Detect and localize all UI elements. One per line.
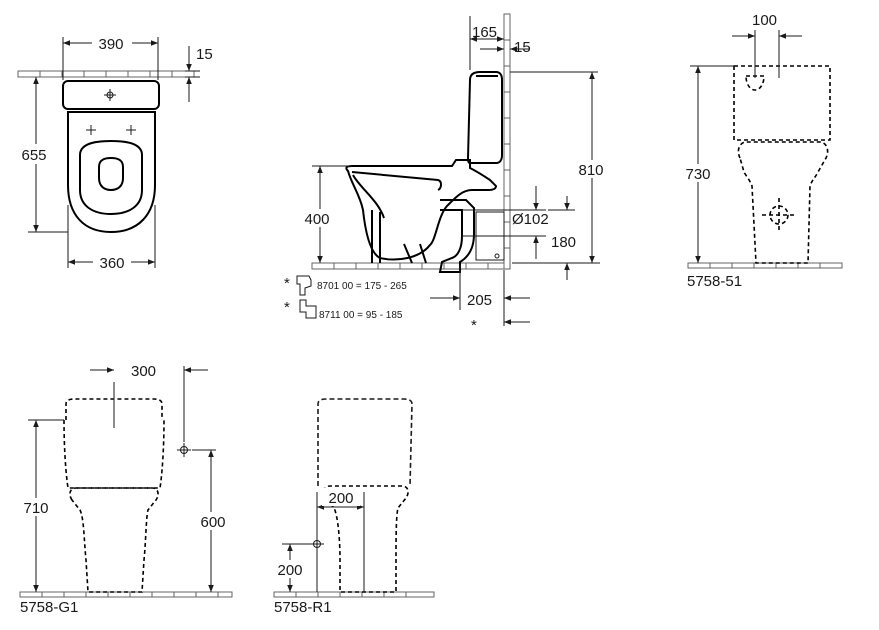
outlet-note-2: * 8711 00 = 95 - 185: [284, 299, 403, 321]
dim-180: 180: [551, 234, 576, 251]
wall-band: [17, 70, 195, 78]
floor-band: [273, 591, 435, 598]
dim-655: 655: [21, 147, 46, 164]
foot-front: [371, 210, 381, 263]
outlet-target-icon: [762, 198, 796, 232]
dim-205: 205: [467, 292, 492, 309]
dim-390: 390: [98, 36, 123, 53]
water-surface: [98, 156, 124, 192]
front-view-r1: 200 200 5758-R1: [273, 398, 435, 616]
water-supply-icon: [177, 443, 191, 457]
side-view: 165 15 810 400 Ø102 180 205 *: [284, 13, 608, 334]
flush-button-icon: [104, 89, 116, 101]
fixing-hole-icon: [86, 125, 136, 135]
dim-15-top: 15: [196, 46, 213, 63]
dim-710: 710: [23, 500, 48, 517]
cistern-outline: [466, 71, 503, 164]
dim-200-horizontal: 200: [328, 490, 353, 507]
floor-band: [311, 262, 511, 270]
cistern-inlet: [745, 75, 765, 91]
front-view-g1: 300 600 710 5758-G1: [18, 363, 233, 616]
bowl-inner: [351, 171, 442, 191]
dim-165: 165: [472, 24, 497, 41]
dim-200-vertical: 200: [277, 562, 302, 579]
outlet-pipe: [438, 199, 475, 273]
bowl-outline: [737, 141, 829, 264]
outlet-note-1: * 8701 00 = 175 - 265: [284, 275, 407, 296]
note-2-text: 8711 00 = 95 - 185: [319, 310, 403, 321]
bowl-outline: [67, 111, 156, 234]
front-view-51: 100 730 5758-51: [680, 12, 843, 290]
wall-band: [503, 13, 511, 270]
dim-d102: Ø102: [512, 211, 549, 228]
dim-730: 730: [685, 166, 710, 183]
cistern-outline: [63, 419, 165, 489]
cistern-outline: [317, 398, 413, 487]
dim-100: 100: [752, 12, 777, 29]
seat-opening: [79, 139, 143, 216]
tank-outline: [62, 80, 160, 110]
cistern-outline: [733, 65, 831, 141]
top-view: 390 15 655 360: [16, 34, 213, 272]
model-label-g1: 5758-G1: [20, 599, 78, 616]
p-trap-connector-icon: [299, 299, 317, 319]
model-label-51: 5758-51: [687, 273, 742, 290]
note-1-text: 8701 00 = 175 - 265: [317, 281, 407, 292]
bowl-outline: [69, 487, 159, 593]
dim-810: 810: [578, 162, 603, 179]
dim-600: 600: [200, 514, 225, 531]
note-1-mark: *: [284, 275, 290, 292]
dim-360: 360: [99, 255, 124, 272]
dim-15-side: 15: [514, 39, 531, 56]
model-label-r1: 5758-R1: [274, 599, 332, 616]
note-2-mark: *: [284, 299, 290, 316]
foot-rear: [403, 243, 427, 264]
dim-400: 400: [304, 211, 329, 228]
footnote-mark: *: [471, 317, 477, 334]
dim-300: 300: [131, 363, 156, 380]
s-trap-connector-icon: [296, 275, 312, 296]
trapway-front: [352, 174, 385, 219]
water-supply-icon: [310, 537, 324, 551]
